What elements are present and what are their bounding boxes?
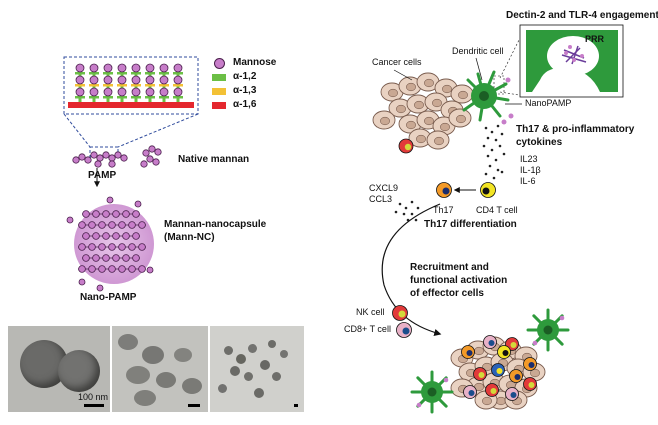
nanopamp-label: NanoPAMP — [525, 98, 572, 108]
tumor-cluster-bottom — [450, 335, 546, 410]
recruitment-label-2: functional activation — [410, 275, 508, 286]
dendritic-cell-top — [462, 70, 514, 125]
nk-cell-label: NK cell — [356, 307, 385, 317]
a16-swatch-icon — [212, 102, 226, 109]
dendritic-cell-bottom-right — [526, 308, 570, 352]
tem-image-3 — [210, 326, 304, 412]
scale-bar-2 — [188, 404, 200, 407]
cytokine-dots — [482, 124, 506, 180]
th17-label: Th17 — [433, 205, 454, 215]
cd8-label: CD8+ T cell — [344, 324, 391, 334]
dectin-inset — [493, 24, 624, 98]
cxcl9-label: CXCL9 — [369, 183, 399, 193]
legend-label-a16: α-1,6 — [233, 99, 257, 110]
prr-label: PRR — [585, 34, 605, 44]
cd4-t-cell — [480, 182, 496, 198]
cd4-label: CD4 T cell — [476, 205, 518, 215]
cancer-cells-label: Cancer cells — [372, 57, 422, 67]
recruitment-label-3: of effector cells — [410, 288, 484, 299]
tem-image-1: 100 nm — [8, 326, 110, 412]
nano-pamp-label: Nano-PAMP — [80, 292, 137, 303]
th17-cell — [436, 182, 452, 198]
scale-bar-1 — [84, 404, 104, 407]
cancer-leader — [393, 69, 413, 81]
legend-label-mannose: Mannose — [233, 57, 277, 68]
dendritic-cell-bottom-left — [410, 370, 454, 414]
th17-differentiation-label: Th17 differentiation — [424, 219, 517, 230]
ccl3-label: CCL3 — [369, 194, 393, 204]
recruitment-arrow — [381, 203, 442, 336]
legend-label-a12: α-1,2 — [233, 71, 257, 82]
scale-bar-3 — [294, 404, 298, 407]
nk-cell — [392, 305, 408, 321]
dendritic-leader — [475, 57, 483, 81]
il1b-label: IL-1β — [520, 165, 541, 175]
native-mannan-label: Native mannan — [178, 154, 250, 165]
zoom-projection-lines — [63, 113, 199, 158]
cd8-t-cell — [396, 322, 412, 338]
th17-cytokines-label-1: Th17 & pro-inflammatory — [516, 124, 635, 135]
tem-image-2 — [112, 326, 208, 412]
mann-nc-label-2: (Mann-NC) — [164, 232, 215, 243]
il23-label: IL23 — [520, 154, 538, 164]
dectin-title: Dectin-2 and TLR-4 engagement — [506, 10, 658, 21]
chemokine-dots — [394, 200, 420, 222]
legend-label-a13: α-1,3 — [233, 85, 257, 96]
a13-swatch-icon — [212, 88, 226, 95]
recruitment-label-1: Recruitment and — [410, 262, 489, 273]
dendritic-cell-label: Dendritic cell — [452, 46, 504, 56]
cancer-cell-cluster-top — [372, 72, 474, 154]
mannose-swatch-icon — [214, 58, 225, 69]
mann-nanocapsule — [66, 196, 154, 292]
pamp-label: PAMP — [88, 170, 117, 181]
native-mannan-molecules — [72, 145, 162, 168]
th17-cytokines-label-2: cytokines — [516, 137, 563, 148]
scale-label-100nm: 100 nm — [78, 392, 109, 402]
a12-swatch-icon — [212, 74, 226, 81]
il6-label: IL-6 — [520, 176, 536, 186]
mannan-structure-zoom — [63, 56, 199, 115]
mann-nc-label-1: Mannan-nanocapsule — [164, 219, 267, 230]
